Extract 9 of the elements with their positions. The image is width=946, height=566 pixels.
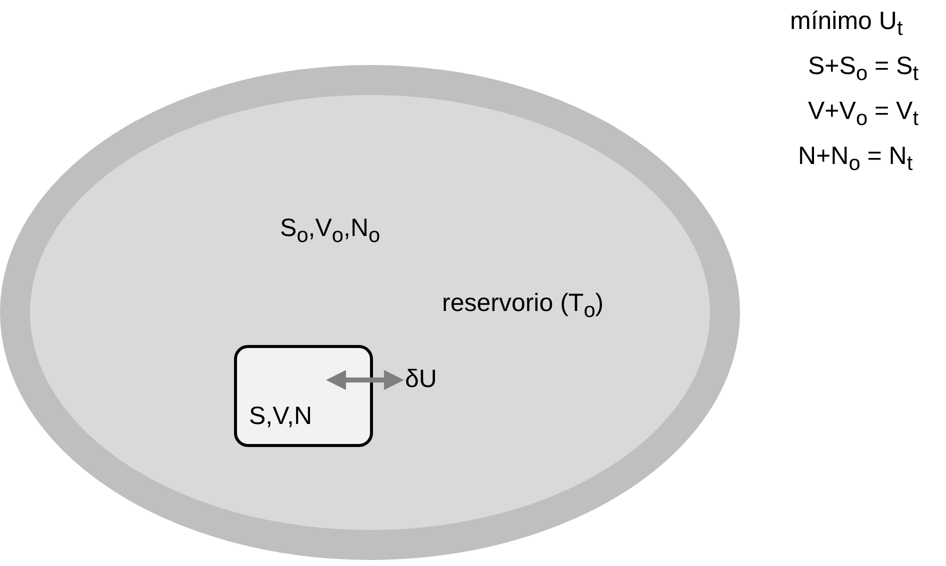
reservoir-label: reservorio (T$_{o}$)	[442, 290, 604, 323]
system-box	[234, 345, 373, 447]
condition-text: mínimo U$_{t}$	[790, 8, 903, 41]
equation: N+N$_{o}$ = N$_{t}$	[798, 143, 913, 176]
variable-label: S$_{o}$,V$_{o}$,N$_{o}$	[280, 215, 380, 248]
variable-label: S,V,N	[249, 403, 312, 430]
energy-label: δU	[405, 366, 437, 394]
equation: S+S$_{o}$ = S$_{t}$	[808, 53, 919, 86]
equation: V+V$_{o}$ = V$_{t}$	[808, 98, 919, 131]
